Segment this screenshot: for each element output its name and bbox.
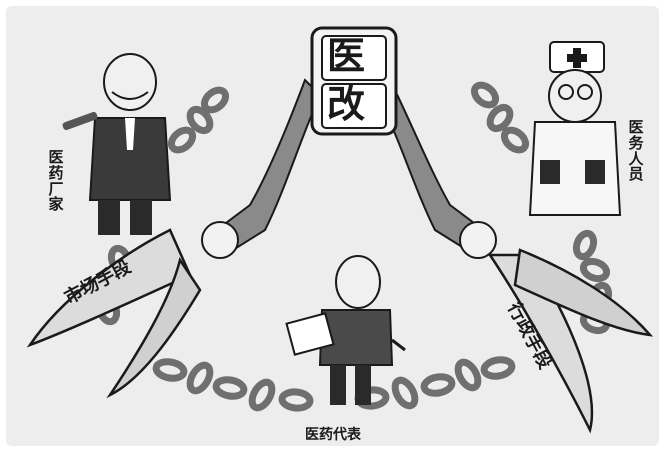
reform-title-bottom: 改	[327, 82, 366, 126]
left-scissor-lower-blade	[106, 256, 202, 399]
medical-staff-figure	[528, 41, 622, 216]
reform-title-top: 医	[327, 34, 366, 78]
pharma-rep-label: 医药代表	[305, 427, 361, 443]
right-arm	[376, 78, 492, 257]
left-arm	[208, 78, 322, 257]
medical-staff-label: 医务人员	[628, 118, 644, 184]
pharma-manufacturer-label: 医药厂家	[48, 148, 64, 214]
pharma-manufacturer-figure	[62, 53, 172, 235]
right-scissor-upper-blade	[513, 248, 654, 337]
reform-sign	[310, 26, 398, 136]
chain-bottom	[152, 356, 516, 412]
left-hand	[201, 221, 239, 259]
pharma-rep-figure	[285, 255, 406, 405]
left-scissor-blade	[26, 228, 192, 348]
right-hand	[459, 221, 497, 259]
